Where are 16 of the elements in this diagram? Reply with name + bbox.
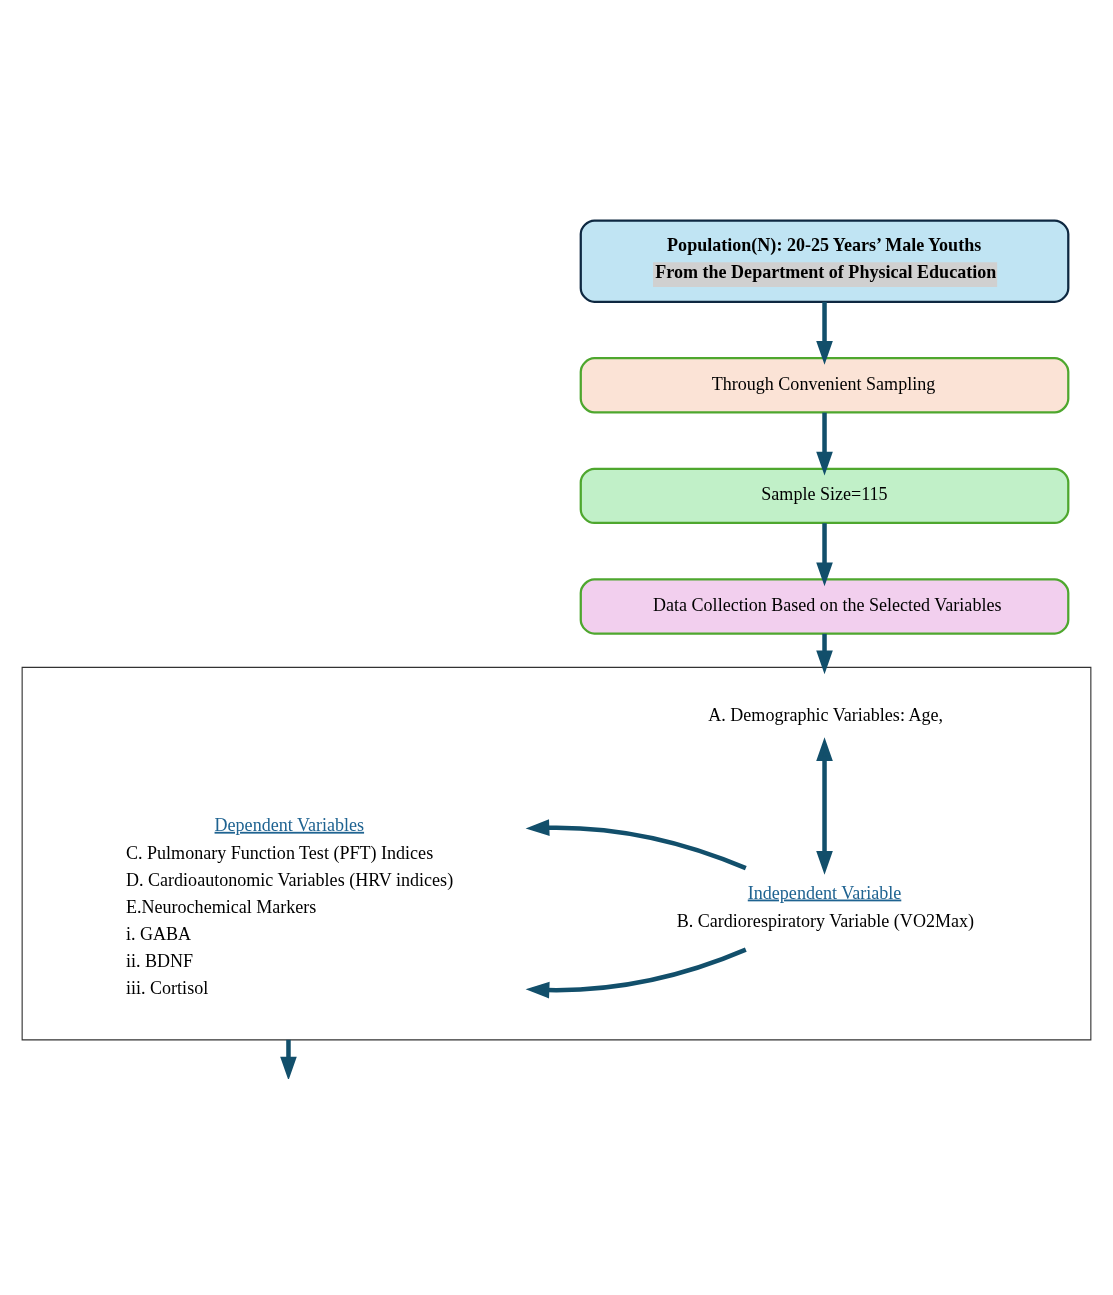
cluster: [21, 666, 1092, 1041]
arrow: [280, 1039, 297, 1079]
node-text: A. Demographic Variables: Age,: [708, 705, 943, 726]
arrow: [816, 633, 833, 675]
node-box: Population(N): 20-25 Years’ Male Youths From the Department of Physical Education: [579, 219, 1070, 303]
node-box: Data Collection Based on the Selected Variables: [579, 578, 1070, 635]
arrow: [525, 819, 747, 871]
node-text: Dependent Variables C. Pulmonary Function Test (PFT) Indices D. Cardioautonomic Variables (HRV indices) E.Neurochemical Markers i. GABA ii. BDNF iii. Cortisol: [125, 814, 454, 999]
arrow: [816, 301, 833, 365]
arrow: [816, 737, 833, 875]
node-box: Through Convenient Sampling: [579, 357, 1070, 414]
arrow: [525, 947, 747, 999]
node-text: Independent Variable B. Cardiorespiratory Variable (VO2Max): [676, 882, 975, 931]
arrow: [816, 523, 833, 587]
arrow: [816, 412, 833, 476]
node-box: Sample Size=115: [579, 467, 1070, 525]
